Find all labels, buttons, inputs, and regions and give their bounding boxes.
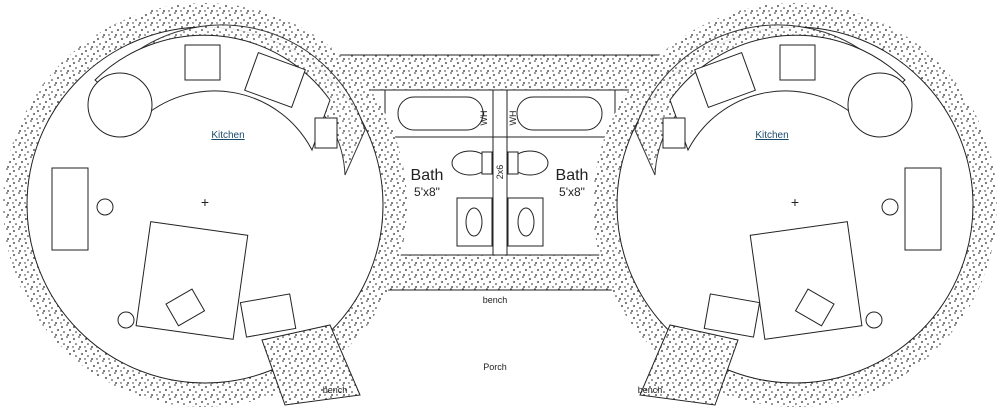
bath-label-right: Bath xyxy=(556,167,589,184)
bench-wall xyxy=(384,254,616,291)
bench-label-left: bench xyxy=(323,385,348,395)
bench-label-right: bench xyxy=(638,385,663,395)
bench-label-center: bench xyxy=(483,295,508,305)
right-round-unit: + bench Kitchen xyxy=(593,3,997,407)
top-wall xyxy=(319,54,681,91)
bath-label-left: Bath xyxy=(411,167,444,184)
right-dining-table xyxy=(847,72,913,138)
bathtub-right xyxy=(516,96,603,131)
kitchen-label-left: Kitchen xyxy=(211,130,244,141)
water-heater-label-left: WH xyxy=(479,111,489,126)
bath-size-right: 5'x8" xyxy=(559,185,585,199)
right-desk xyxy=(904,167,942,251)
porch-label: Porch xyxy=(483,362,507,372)
left-dining-table xyxy=(87,72,153,138)
right-bed xyxy=(749,221,863,340)
right-bench xyxy=(639,324,739,406)
partition-label: 2x6 xyxy=(495,165,505,180)
left-bench xyxy=(261,324,361,406)
center-bathroom-block: WH WH 2x6 Bath 5'x8" Bath 5'x8" bench Po… xyxy=(319,54,681,372)
left-desk xyxy=(51,167,89,251)
kitchen-label-right: Kitchen xyxy=(755,130,788,141)
bathtub-left xyxy=(397,96,484,131)
left-bed xyxy=(135,221,249,340)
left-round-unit: + bench Kitchen xyxy=(3,3,407,407)
center-mark-left: + xyxy=(201,194,209,210)
center-mark-right: + xyxy=(791,194,799,210)
right-earthbag-wall xyxy=(593,3,997,407)
bath-size-left: 5'x8" xyxy=(414,185,440,199)
water-heater-label-right: WH xyxy=(508,111,518,126)
left-earthbag-wall xyxy=(3,3,407,407)
